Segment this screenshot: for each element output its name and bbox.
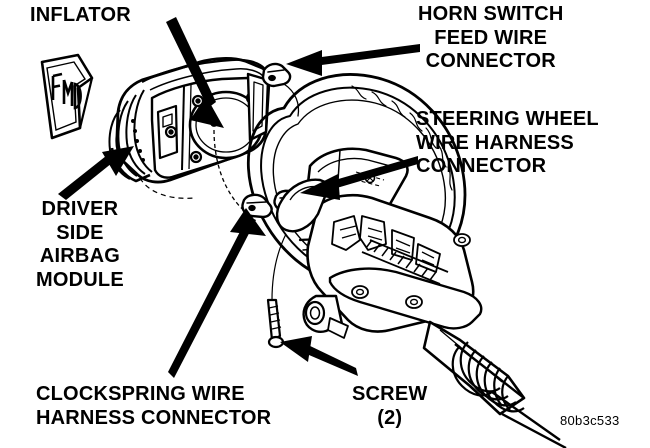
callout-label-clockspring-wire-harness-connector: CLOCKSPRING WIRE HARNESS CONNECTOR [36, 383, 272, 429]
clockspring-wire-harness-connector [241, 193, 273, 219]
arrow-clockspring [168, 208, 266, 378]
arrow-screw [280, 336, 358, 376]
arrow-horn-switch [286, 44, 420, 76]
figure-reference-code: 80b3c533 [560, 413, 620, 428]
arrow-driver-airbag [58, 146, 134, 200]
callout-label-inflator: INFLATOR [30, 4, 131, 26]
callout-label-steering-wheel-wire-harness-connector: STEERING WHEEL WIRE HARNESS CONNECTOR [416, 108, 599, 178]
horn-switch-feed-wire-connector [261, 62, 300, 117]
screw-fastener [266, 233, 287, 349]
callout-label-driver-side-airbag-module: DRIVER SIDE AIRBAG MODULE [36, 198, 124, 291]
fwd-orientation-tag [40, 53, 94, 140]
arrow-inflator [166, 17, 224, 128]
callout-arrows [58, 17, 420, 378]
callout-label-screw: SCREW (2) [352, 383, 428, 429]
steering-column [266, 147, 567, 448]
arrow-steering-wheel-harness [300, 156, 418, 200]
callout-label-horn-switch-feed-wire-connector: HORN SWITCH FEED WIRE CONNECTOR [418, 3, 564, 73]
